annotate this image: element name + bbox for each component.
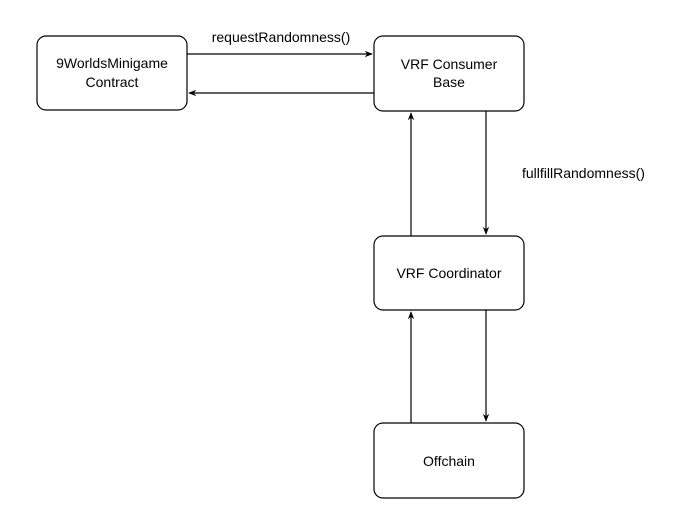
node-offchain-box bbox=[373, 422, 525, 499]
node-offchain-label: Offchain bbox=[423, 453, 475, 469]
edges bbox=[187, 50, 490, 423]
node-coordinator-label: VRF Coordinator bbox=[396, 265, 501, 281]
node-consumer-label-line2: Base bbox=[433, 74, 465, 90]
node-consumer-label-line1: VRF Consumer bbox=[401, 56, 498, 72]
node-vrf-coordinator[interactable]: VRF Coordinator bbox=[373, 235, 525, 311]
node-coordinator-box bbox=[373, 235, 525, 311]
node-consumer-box bbox=[373, 35, 525, 112]
node-minigame-contract[interactable]: 9WorldsMinigame Contract bbox=[36, 35, 188, 111]
node-minigame-label-line1: 9WorldsMinigame bbox=[56, 55, 168, 71]
node-vrf-consumer-base[interactable]: VRF Consumer Base bbox=[373, 35, 525, 112]
node-minigame-label-line2: Contract bbox=[86, 74, 139, 90]
edge-label-request: requestRandomness() bbox=[212, 29, 351, 45]
edge-label-fulfill: fullfillRandomness() bbox=[522, 165, 645, 181]
node-minigame-box bbox=[36, 35, 188, 111]
node-offchain[interactable]: Offchain bbox=[373, 422, 525, 499]
